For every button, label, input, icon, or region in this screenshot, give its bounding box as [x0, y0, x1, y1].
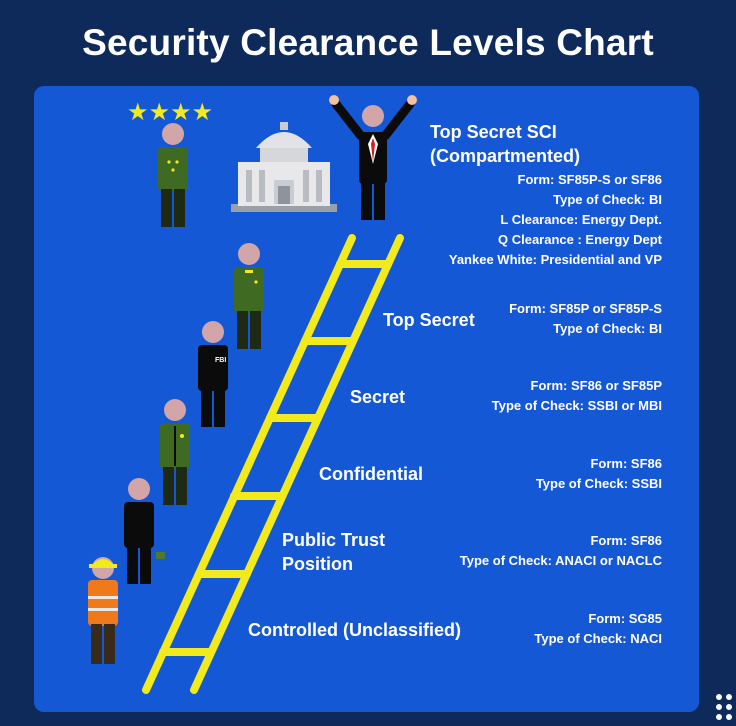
detail-line: Form: SF85P-S or SF86	[517, 172, 662, 187]
politician-figure-icon	[329, 95, 417, 220]
detail-line: Form: SF86	[590, 456, 662, 471]
level-name-top-secret-sci: Top Secret SCI (Compartmented)	[430, 122, 581, 166]
detail-line: Type of Check: ANACI or NACLC	[459, 553, 662, 568]
ladder	[142, 234, 404, 694]
detail-line: Q Clearance : Energy Dept	[498, 232, 662, 247]
detail-line: L Clearance: Energy Dept.	[500, 212, 662, 227]
page-title: Security Clearance Levels Chart	[82, 22, 654, 63]
illustration: ★★★★	[88, 95, 417, 694]
level-details-top-secret-sci: Form: SF85P-S or SF86 Type of Check: BI …	[449, 170, 662, 270]
detail-line: Form: SF86 or SF85P	[530, 378, 662, 393]
level-name-public-trust: Public Trust Position	[282, 530, 386, 574]
officer-figure-icon	[234, 243, 264, 349]
dots-grid-icon	[714, 692, 736, 726]
level-details-secret: Form: SF86 or SF85P Type of Check: SSBI …	[492, 376, 662, 416]
level-name-top-secret: Top Secret	[383, 310, 475, 330]
detail-line: Type of Check: NACI	[534, 631, 662, 646]
general-figure-icon	[158, 123, 188, 227]
fbi-agent-figure-icon: FBI	[198, 321, 228, 427]
level-name-controlled-unclassified: Controlled (Unclassified)	[248, 620, 462, 640]
detail-line: Form: SF86	[590, 533, 662, 548]
employee-figure-icon	[124, 478, 165, 584]
detail-line: Type of Check: SSBI or MBI	[491, 398, 662, 413]
fbi-badge: FBI	[215, 357, 226, 364]
detail-line: Yankee White: Presidential and VP	[448, 252, 662, 267]
soldier-figure-icon	[160, 399, 190, 505]
level-name-secret: Secret	[350, 387, 406, 407]
detail-line: Type of Check: BI	[553, 192, 662, 207]
level-details-confidential: Form: SF86 Type of Check: SSBI	[536, 454, 662, 494]
detail-line: Type of Check: SSBI	[535, 476, 662, 491]
level-name-confidential: Confidential	[319, 464, 423, 484]
level-details-public-trust: Form: SF86 Type of Check: ANACI or NACLC	[460, 531, 662, 571]
detail-line: Form: SF85P or SF85P-S	[509, 301, 662, 316]
construction-worker-figure-icon	[88, 557, 118, 664]
detail-line: Type of Check: BI	[553, 321, 662, 336]
stars-icon: ★★★★	[127, 98, 213, 126]
detail-line: Form: SG85	[588, 611, 662, 626]
capitol-building-icon	[231, 122, 337, 212]
level-details-top-secret: Form: SF85P or SF85P-S Type of Check: BI	[509, 299, 662, 339]
level-details-controlled-unclassified: Form: SG85 Type of Check: NACI	[534, 609, 662, 649]
